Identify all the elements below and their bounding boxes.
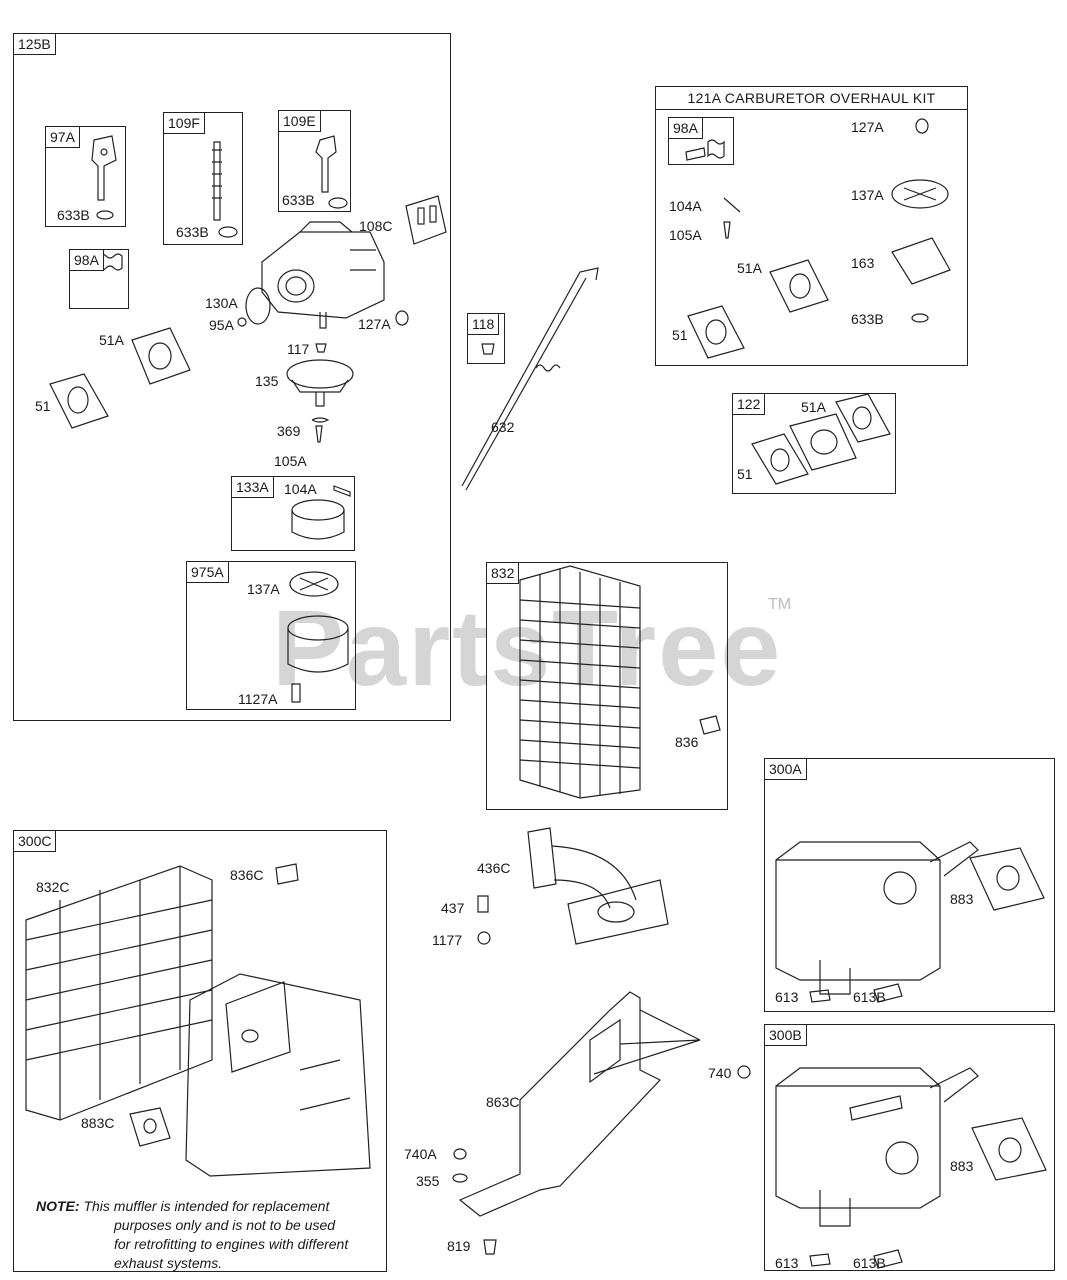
kit-label-633B: 633B	[851, 311, 884, 327]
group-tag-300B: 300B	[765, 1025, 807, 1046]
group-tag-109F: 109F	[164, 113, 205, 134]
group-98A: 98A	[69, 249, 129, 309]
label-1177: 1177	[432, 932, 463, 948]
group-109E: 109E	[278, 110, 351, 212]
group-300C: 300C	[13, 830, 387, 1272]
kit-label-105A: 105A	[669, 227, 702, 243]
note-line-1: This muffler is intended for replacement	[79, 1198, 330, 1214]
label-836: 836	[675, 734, 699, 750]
group-tag-98A-kit: 98A	[669, 118, 703, 139]
label-740: 740	[708, 1065, 732, 1081]
label-740A: 740A	[404, 1146, 437, 1162]
part-355-drawing	[452, 1173, 468, 1183]
label-105A: 105A	[274, 453, 307, 469]
label-883C: 883C	[81, 1115, 115, 1131]
group-tag-98A: 98A	[70, 250, 104, 271]
part-437-drawing	[477, 895, 489, 913]
label-613-300B: 613	[775, 1255, 799, 1271]
label-1127A: 1127A	[238, 691, 278, 707]
group-109F: 109F	[163, 112, 243, 245]
label-51A-122: 51A	[801, 399, 826, 415]
label-135: 135	[255, 373, 279, 389]
group-300B: 300B	[764, 1024, 1055, 1271]
label-355: 355	[416, 1173, 440, 1189]
label-51A: 51A	[99, 332, 124, 348]
group-98A-kit: 98A	[668, 117, 734, 165]
label-613B-300B: 613B	[853, 1255, 886, 1271]
watermark-trademark: TM	[768, 596, 792, 613]
muffler-note: NOTE: This muffler is intended for repla…	[36, 1197, 366, 1273]
label-436C: 436C	[477, 860, 511, 876]
label-127A: 127A	[358, 316, 391, 332]
group-125B: 125B	[13, 33, 451, 721]
label-633B-97A: 633B	[57, 207, 90, 223]
label-437: 437	[441, 900, 465, 916]
note-line-4: exhaust systems.	[114, 1255, 223, 1271]
label-369: 369	[277, 423, 301, 439]
label-632: 632	[491, 419, 515, 435]
label-117: 117	[287, 341, 310, 357]
label-883-300A: 883	[950, 891, 974, 907]
kit-label-163: 163	[851, 255, 875, 271]
group-122: 122	[732, 393, 896, 494]
label-51-122: 51	[737, 466, 753, 482]
kit-label-51A: 51A	[737, 260, 762, 276]
part-740A-drawing	[453, 1148, 467, 1160]
kit-label-51: 51	[672, 327, 688, 343]
group-tag-122: 122	[733, 394, 766, 415]
note-line-3: for retrofitting to engines with differe…	[114, 1236, 349, 1252]
label-633B-109E: 633B	[282, 192, 315, 208]
part-1177-drawing	[477, 931, 491, 945]
group-832: 832	[486, 562, 728, 810]
label-613-300A: 613	[775, 989, 799, 1005]
group-tag-975A: 975A	[187, 562, 229, 583]
label-633B-109F: 633B	[176, 224, 209, 240]
note-line-2: purposes only and is not to be used	[114, 1217, 336, 1233]
group-tag-832: 832	[487, 563, 520, 584]
group-97A: 97A	[45, 126, 126, 227]
part-819-drawing	[483, 1239, 497, 1255]
label-137A: 137A	[247, 581, 280, 597]
group-118: 118	[467, 313, 505, 364]
label-863C: 863C	[486, 1094, 520, 1110]
label-95A: 95A	[209, 317, 234, 333]
kit-label-127A: 127A	[851, 119, 884, 135]
group-tag-118: 118	[468, 314, 500, 335]
group-133A: 133A	[231, 476, 355, 551]
group-tag-109E: 109E	[279, 111, 321, 132]
label-832C: 832C	[36, 879, 70, 895]
group-tag-125B: 125B	[14, 34, 56, 55]
label-104A: 104A	[284, 481, 317, 497]
label-819: 819	[447, 1238, 471, 1254]
label-836C: 836C	[230, 867, 264, 883]
group-121A-carburetor-overhaul-kit: 121A CARBURETOR OVERHAUL KIT	[655, 86, 968, 366]
part-632-drawing	[461, 267, 599, 491]
label-883-300B: 883	[950, 1158, 974, 1174]
kit-title: 121A CARBURETOR OVERHAUL KIT	[656, 87, 967, 110]
label-613B-300A: 613B	[853, 989, 886, 1005]
group-975A: 975A	[186, 561, 356, 710]
note-prefix: NOTE:	[36, 1198, 80, 1214]
group-tag-300A: 300A	[765, 759, 807, 780]
group-tag-300C: 300C	[14, 831, 57, 852]
group-tag-97A: 97A	[46, 127, 80, 148]
label-108C: 108C	[359, 218, 393, 234]
group-300A: 300A	[764, 758, 1055, 1012]
label-130A: 130A	[205, 295, 238, 311]
label-51: 51	[35, 398, 51, 414]
part-436C-drawing	[527, 827, 669, 945]
kit-label-104A: 104A	[669, 198, 702, 214]
group-tag-133A: 133A	[232, 477, 274, 498]
kit-label-137A: 137A	[851, 187, 884, 203]
